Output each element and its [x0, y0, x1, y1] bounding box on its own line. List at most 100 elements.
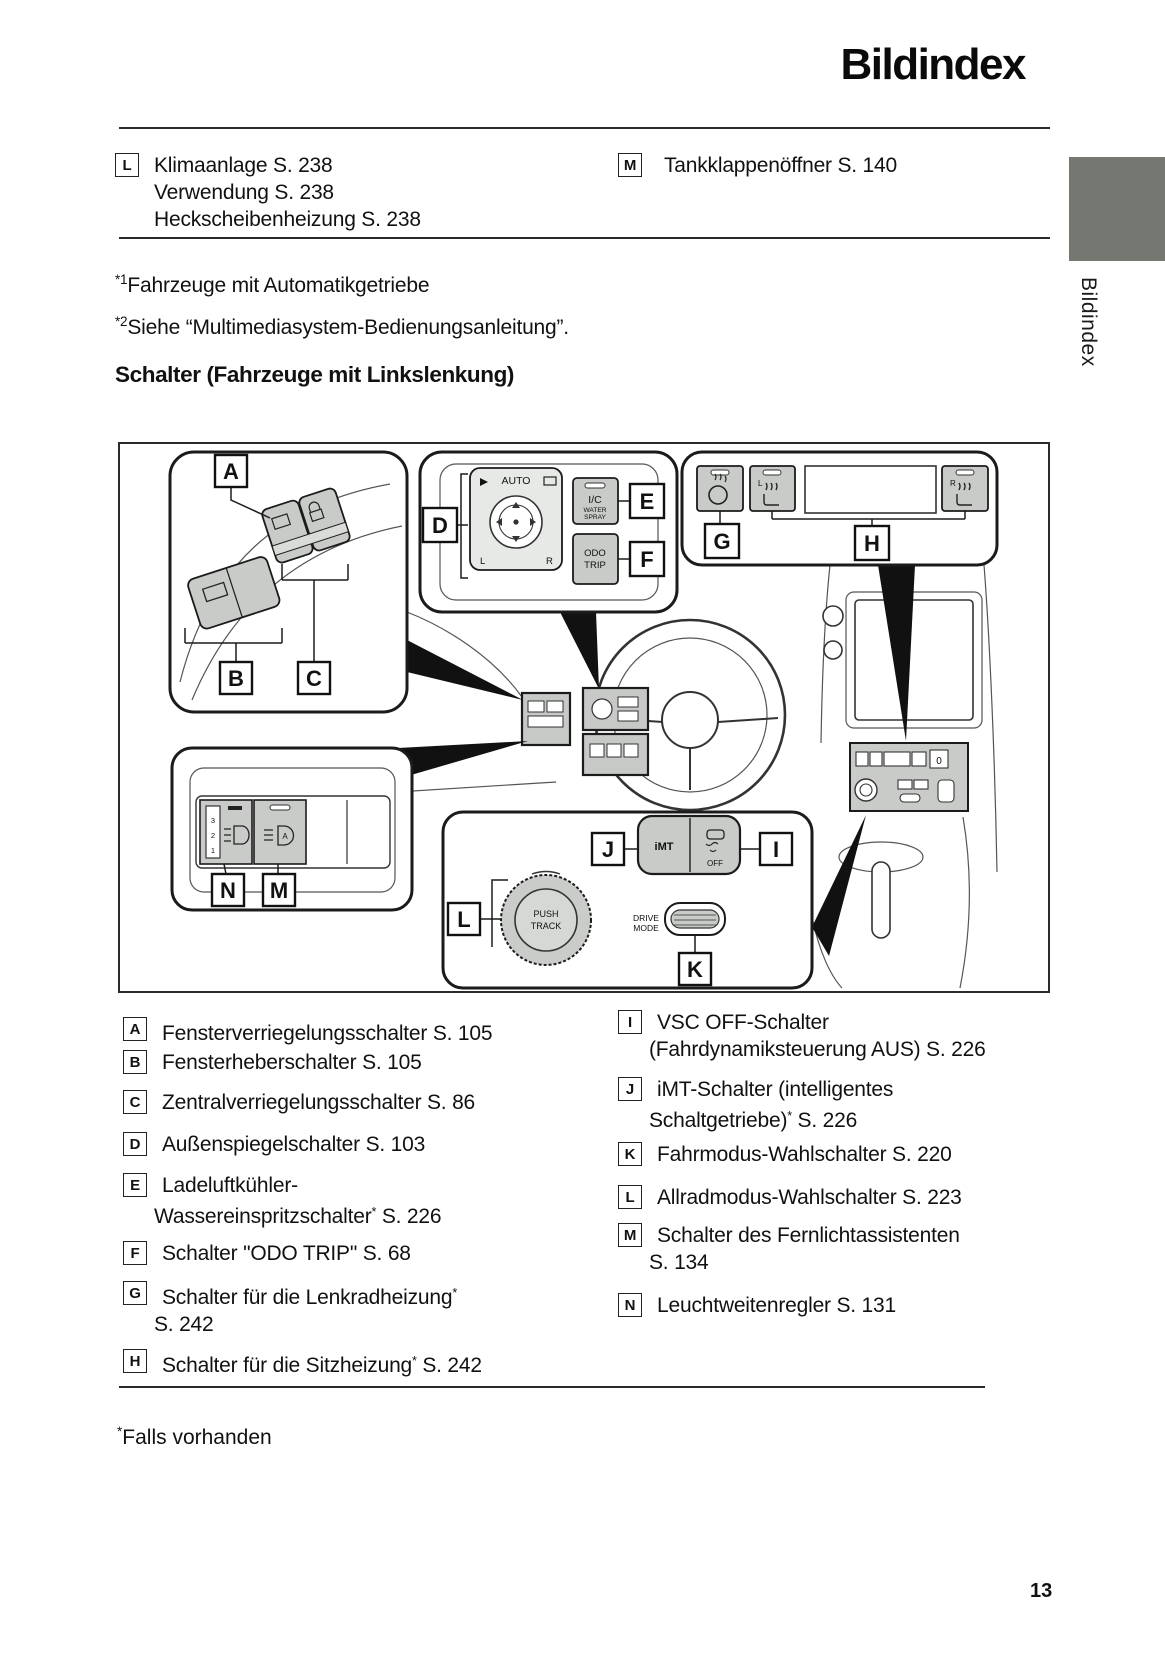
callout-leader-lines: [719, 511, 966, 526]
callout-leader-lines: [480, 848, 760, 953]
svg-text:D: D: [432, 513, 448, 538]
panel-console-switches: iMT OFF PUSH TRACK DRIVE MODE: [441, 810, 814, 990]
panel-light-switches: 3 2 1 A N: [170, 746, 414, 912]
svg-text:TRACK: TRACK: [531, 921, 562, 931]
svg-text:DRIVE: DRIVE: [633, 913, 659, 923]
svg-text:2: 2: [211, 831, 215, 840]
svg-text:ODO: ODO: [584, 548, 606, 559]
window-switch-single-icon: [187, 556, 281, 630]
mirror-switch-icon: AUTO L R: [469, 467, 563, 571]
legend-item-H: H Schalter für die Sitzheizung* S. 242: [123, 1348, 482, 1379]
svg-text:B: B: [228, 666, 244, 691]
dashboard-diagram: 0: [118, 442, 1050, 993]
steering-heater-button: [696, 465, 744, 512]
index-letter-box: L: [115, 153, 139, 177]
legend-item-L: L Allradmodus-Wahlschalter S. 223: [618, 1184, 962, 1211]
legend-item-A: A Fensterverriegelungsschalter S. 105: [123, 1016, 493, 1047]
auto-high-beam-switch: A: [253, 799, 307, 865]
svg-text:G: G: [713, 529, 730, 554]
svg-text:K: K: [687, 957, 703, 982]
legend-letter-box: A: [123, 1017, 147, 1041]
legend-letter-box: E: [123, 1173, 147, 1197]
svg-text:OFF: OFF: [707, 859, 723, 868]
svg-text:E: E: [640, 489, 655, 514]
svg-text:H: H: [864, 531, 880, 556]
svg-text:A: A: [223, 459, 239, 484]
svg-text:L: L: [758, 479, 763, 488]
section-heading: Schalter (Fahrzeuge mit Linkslenkung): [115, 362, 515, 387]
legend-letter-box: F: [123, 1241, 147, 1265]
callout-L: L: [446, 901, 482, 937]
svg-text:J: J: [602, 837, 614, 862]
legend-item-I: I VSC OFF-Schalter(Fahrdynamiksteuerung …: [618, 1009, 986, 1063]
footnote-1: *1Fahrzeuge mit Automatikgetriebe: [115, 272, 430, 297]
callout-N: N: [210, 872, 246, 908]
climate-panel: 0: [849, 742, 969, 812]
divider-index-bottom: [119, 237, 1050, 239]
svg-text:AUTO: AUTO: [502, 475, 531, 487]
callout-A: A: [213, 453, 249, 489]
center-console: 0: [822, 599, 974, 939]
panel-heater-switches: L R G H: [680, 450, 999, 567]
index-letter-box: M: [618, 153, 642, 177]
seat-heater-right-button: R: [941, 465, 989, 512]
legend-letter-box: G: [123, 1281, 147, 1305]
legend-letter-box: C: [123, 1090, 147, 1114]
vsc-car-icon: [706, 829, 725, 840]
callout-leader-lines: [184, 487, 349, 662]
index-entry-fuel-door: M Tankklappenöffner S. 140: [618, 152, 897, 179]
legend-item-N: N Leuchtweitenregler S. 131: [618, 1292, 896, 1319]
svg-text:F: F: [640, 547, 653, 572]
callout-G: G: [703, 522, 741, 560]
legend-item-E: E Ladeluftkühler-Wassereinspritzschalter…: [123, 1172, 442, 1230]
gear-lever-icon: [871, 861, 891, 939]
legend-letter-box: L: [618, 1185, 642, 1209]
page-title: Bildindex: [840, 40, 1026, 89]
leader-triangles: [398, 565, 915, 956]
legend-letter-box: H: [123, 1349, 147, 1373]
svg-text:1: 1: [211, 846, 215, 855]
svg-text:R: R: [546, 556, 553, 567]
svg-text:I: I: [773, 837, 779, 862]
sidebar-chapter-label: Bildindex: [1077, 277, 1100, 367]
svg-text:R: R: [950, 479, 956, 488]
drive-mode-dial: PUSH TRACK: [500, 870, 592, 966]
panel-door-switches: A B C: [168, 450, 409, 714]
callout-C: C: [296, 660, 332, 696]
callout-M: M: [261, 872, 297, 908]
legend-letter-box: D: [123, 1132, 147, 1156]
console-knob-icon: [823, 640, 843, 660]
svg-text:I/C: I/C: [588, 494, 602, 506]
awd-mode-switch: DRIVE MODE: [633, 902, 726, 936]
svg-text:MODE: MODE: [633, 923, 659, 933]
index-entry-climate: L Klimaanlage S. 238 Verwendung S. 238 H…: [115, 152, 421, 233]
imt-vsc-button-pair: iMT OFF: [636, 814, 742, 876]
footnote-star: *Falls vorhanden: [117, 1424, 272, 1449]
heater-panel-display: [804, 465, 937, 514]
svg-text:A: A: [282, 832, 288, 841]
legend-letter-box: J: [618, 1077, 642, 1101]
callout-H: H: [853, 524, 891, 562]
callout-K: K: [677, 951, 713, 987]
divider-legend-bottom: [119, 1386, 985, 1388]
divider-top: [119, 127, 1050, 129]
window-switch-pair-icon: [261, 487, 351, 564]
legend-letter-box: K: [618, 1142, 642, 1166]
legend-letter-box: B: [123, 1050, 147, 1074]
svg-text:L: L: [480, 556, 485, 567]
legend-item-K: K Fahrmodus-Wahlschalter S. 220: [618, 1141, 952, 1168]
svg-text:N: N: [220, 878, 236, 903]
page-number: 13: [1030, 1580, 1053, 1602]
callout-J: J: [590, 831, 626, 867]
index-entry-text: Tankklappenöffner S. 140: [664, 154, 897, 177]
console-knob-icon: [822, 605, 844, 627]
callout-E: E: [628, 482, 666, 520]
nav-screen: [854, 599, 974, 721]
svg-text:iMT: iMT: [655, 841, 674, 853]
legend-item-C: C Zentralverriegelungsschalter S. 86: [123, 1089, 475, 1116]
chapter-tab-marker: [1069, 157, 1165, 261]
legend-item-D: D Außenspiegelschalter S. 103: [123, 1131, 425, 1158]
